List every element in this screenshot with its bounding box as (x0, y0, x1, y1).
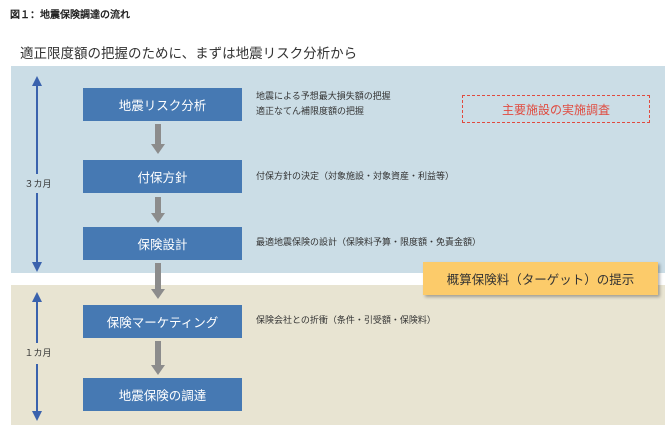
flow-arrow-icon (151, 341, 165, 375)
flow-arrow-icon (151, 197, 165, 223)
step-insurance-marketing: 保険マーケティング (83, 305, 242, 338)
step-description: 最適地震保険の設計（保険料予算・限度額・免責金額） (256, 236, 481, 251)
duration-line (36, 300, 38, 343)
description-line: 保険会社との折衝（条件・引受額・保険料） (256, 316, 436, 326)
duration-label: ３カ月 (24, 180, 52, 190)
description-line: 適正なてん補限度額の把握 (256, 107, 365, 117)
step-insurance-design: 保険設計 (83, 227, 242, 260)
survey-callout: 主要施設の実施調査 (462, 95, 650, 123)
flow-arrow-icon (151, 263, 165, 299)
step-risk-analysis: 地震リスク分析 (83, 88, 242, 121)
arrow-down-icon (32, 411, 42, 421)
arrow-up-icon (32, 76, 42, 86)
description-line: 付保方針の決定（対象施設・対象資産・利益等） (256, 172, 455, 182)
subtitle: 適正限度額の把握のために、まずは地震リスク分析から (20, 46, 358, 62)
target-premium-callout: 概算保険料（ターゲット）の提示 (423, 262, 658, 295)
step-coverage-policy: 付保方針 (83, 160, 242, 193)
description-line: 最適地震保険の設計（保険料予算・限度額・免責金額） (256, 238, 482, 248)
step-description: 付保方針の決定（対象施設・対象資産・利益等） (256, 170, 454, 185)
duration-line (36, 84, 38, 174)
description-line: 地震による予想最大損失額の把握 (256, 92, 391, 102)
step-description: 保険会社との折衝（条件・引受額・保険料） (256, 314, 436, 329)
step-procurement: 地震保険の調達 (83, 378, 242, 411)
duration-line (36, 364, 38, 414)
arrow-down-icon (32, 262, 42, 272)
arrow-up-icon (32, 292, 42, 302)
flow-arrow-icon (151, 124, 165, 154)
figure-title: 図１：地震保険調達の流れ (10, 10, 130, 21)
duration-line (36, 193, 38, 263)
step-description: 地震による予想最大損失額の把握 適正なてん補限度額の把握 (256, 90, 391, 120)
duration-label: １カ月 (24, 349, 52, 359)
